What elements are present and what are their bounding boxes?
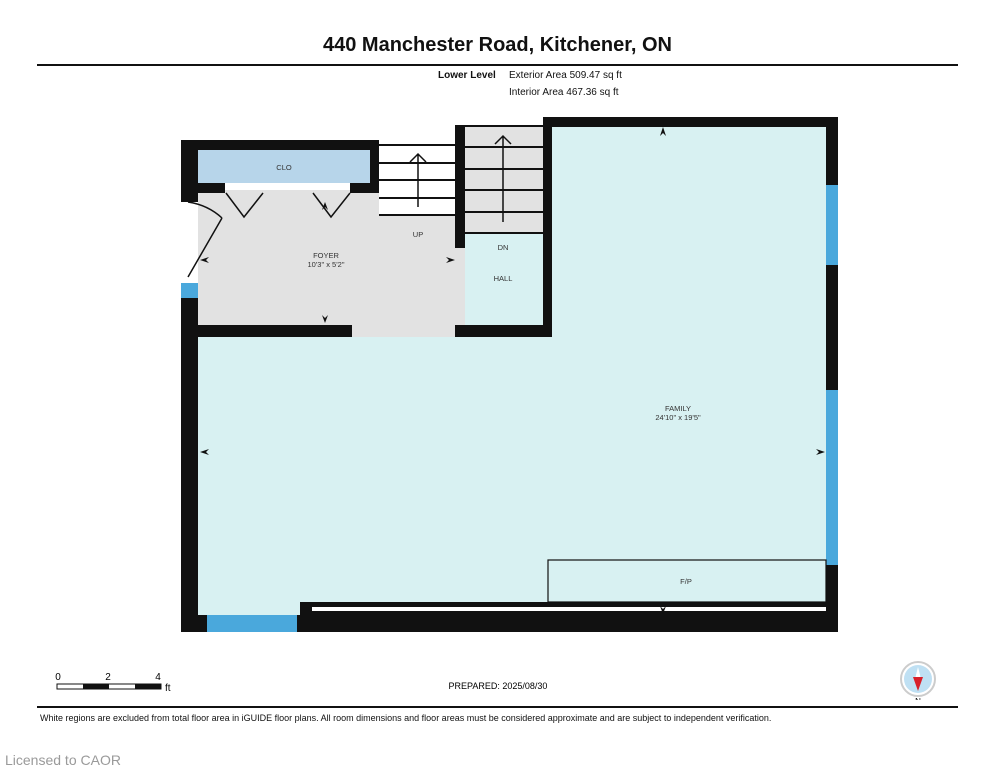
hall-label: HALL bbox=[494, 274, 513, 283]
scale-bar: 0 2 4 ft bbox=[55, 672, 171, 694]
wall-strip bbox=[312, 607, 826, 611]
stairs-down bbox=[465, 125, 543, 233]
scale-tick: 0 bbox=[55, 672, 61, 683]
scale-tick: 2 bbox=[105, 672, 111, 683]
stairs-down-label: DN bbox=[498, 243, 509, 252]
fireplace-label: F/P bbox=[680, 577, 692, 586]
fireplace bbox=[547, 559, 827, 603]
level-name: Lower Level bbox=[438, 70, 496, 81]
license-watermark: Licensed to CAOR bbox=[5, 752, 121, 768]
closet-floor bbox=[198, 150, 370, 183]
marker-icons bbox=[200, 127, 825, 614]
stairs-up-label: UP bbox=[413, 230, 423, 239]
disclaimer: White regions are excluded from total fl… bbox=[40, 713, 772, 723]
family-dimensions: 24'10" x 19'5" bbox=[655, 413, 701, 422]
compass-icon: N bbox=[900, 661, 936, 700]
prepared-date: PREPARED: 2025/08/30 bbox=[449, 681, 548, 691]
compass-north-label: N bbox=[915, 697, 921, 700]
scale-tick: 4 bbox=[155, 672, 161, 683]
window-icon bbox=[181, 185, 838, 632]
scale-unit: ft bbox=[165, 683, 171, 694]
stair-treads bbox=[379, 125, 543, 234]
foyer-label: FOYER bbox=[313, 251, 339, 260]
family-label: FAMILY bbox=[665, 404, 691, 413]
family-room-floor-upper bbox=[552, 127, 826, 339]
floor-plan: CLO UP DN HALL FOYER 10'3" x 5'2" FAMILY… bbox=[55, 117, 936, 700]
exterior-area: Exterior Area 509.47 sq ft bbox=[509, 70, 622, 81]
family-room-floor bbox=[198, 337, 826, 615]
stair-arrows bbox=[409, 134, 512, 222]
foyer-dimensions: 10'3" x 5'2" bbox=[308, 260, 345, 269]
page-title: 440 Manchester Road, Kitchener, ON bbox=[322, 34, 672, 56]
header-divider bbox=[37, 64, 958, 66]
interior-area: Interior Area 467.36 sq ft bbox=[509, 87, 619, 98]
closet-label: CLO bbox=[276, 163, 292, 172]
door-swings bbox=[187, 192, 351, 278]
hall-floor bbox=[465, 233, 543, 325]
footer-divider bbox=[37, 706, 958, 708]
